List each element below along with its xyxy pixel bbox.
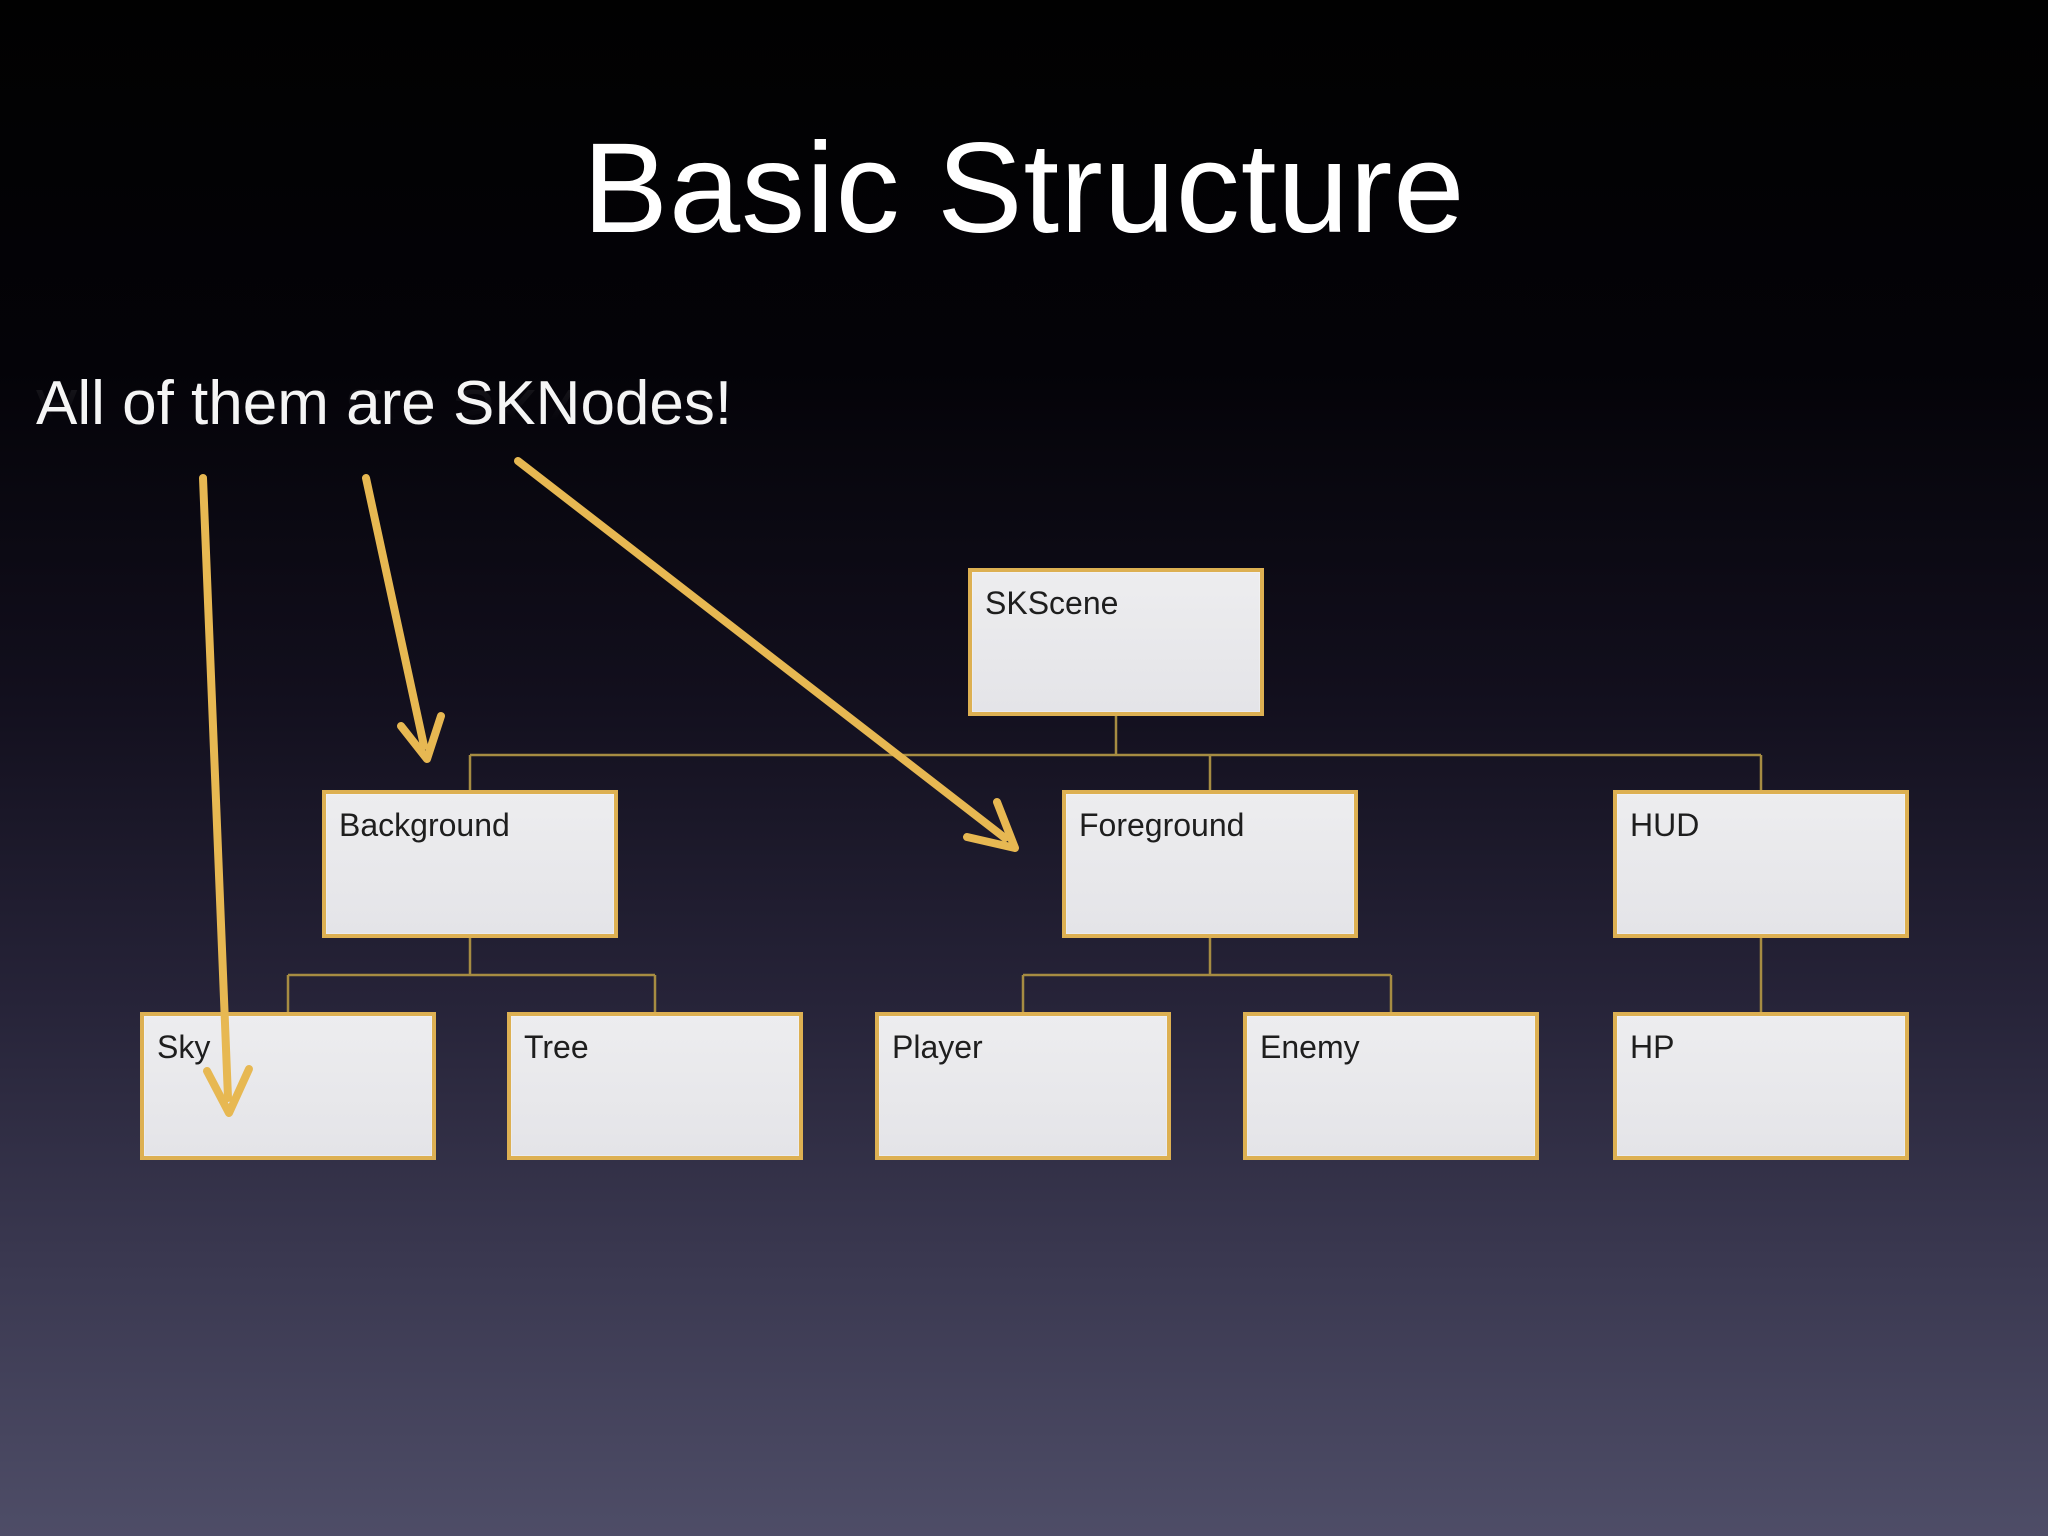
- node-background: Background: [322, 790, 618, 938]
- arrow-to-background-head-icon: [397, 712, 445, 763]
- node-hud: HUD: [1613, 790, 1909, 938]
- annotation-text: All of them are SKNodes!: [36, 369, 733, 438]
- node-tree-label: Tree: [524, 1029, 589, 1065]
- node-sky: Sky: [140, 1012, 436, 1160]
- node-hp: HP: [1613, 1012, 1909, 1160]
- arrow-to-sky-shaft: [199, 474, 232, 1102]
- arrow-to-sky-head-icon: [203, 1065, 253, 1117]
- slide-title: Basic Structure: [582, 117, 1466, 260]
- arrow-to-background-shaft: [362, 474, 428, 750]
- node-skscene: SKScene: [968, 568, 1264, 716]
- node-enemy: Enemy: [1243, 1012, 1539, 1160]
- node-player: Player: [875, 1012, 1171, 1160]
- node-foreground-label: Foreground: [1079, 807, 1245, 843]
- node-enemy-label: Enemy: [1260, 1029, 1360, 1065]
- node-hud-label: HUD: [1630, 807, 1700, 843]
- arrow-to-foreground-shaft: [514, 457, 1009, 842]
- node-player-label: Player: [892, 1029, 983, 1065]
- arrow-to-foreground-head-icon: [963, 798, 1019, 852]
- node-hp-label: HP: [1630, 1029, 1675, 1065]
- node-background-label: Background: [339, 807, 510, 843]
- node-skscene-label: SKScene: [985, 585, 1119, 621]
- node-tree: Tree: [507, 1012, 803, 1160]
- node-sky-label: Sky: [157, 1029, 211, 1065]
- node-foreground: Foreground: [1062, 790, 1358, 938]
